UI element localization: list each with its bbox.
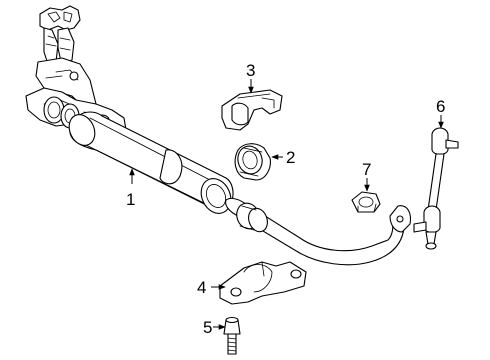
callout-5: 5 bbox=[203, 318, 226, 337]
callout-2: 2 bbox=[271, 148, 295, 167]
bushing-part bbox=[234, 143, 271, 181]
callout-4-label: 4 bbox=[197, 278, 206, 297]
callout-4: 4 bbox=[197, 278, 226, 297]
callout-6: 6 bbox=[436, 97, 445, 129]
callout-6-label: 6 bbox=[436, 97, 445, 116]
lower-bracket-part bbox=[219, 261, 307, 305]
stabilizer-housing-cylinder bbox=[68, 111, 234, 214]
bolt-part bbox=[223, 316, 241, 355]
actuator-bracket-assembly bbox=[25, 5, 127, 133]
upper-bracket-part bbox=[221, 89, 283, 131]
stabilizer-bar bbox=[225, 197, 412, 266]
callout-3-label: 3 bbox=[246, 61, 255, 80]
callout-1: 1 bbox=[126, 168, 135, 209]
nut-part bbox=[351, 191, 381, 213]
callout-3: 3 bbox=[246, 61, 255, 94]
callout-5-label: 5 bbox=[203, 318, 212, 337]
callout-2-label: 2 bbox=[286, 148, 295, 167]
callout-7-label: 7 bbox=[362, 160, 371, 179]
stabilizer-link-part bbox=[413, 127, 459, 250]
callout-1-label: 1 bbox=[126, 190, 135, 209]
callout-7: 7 bbox=[362, 160, 371, 192]
